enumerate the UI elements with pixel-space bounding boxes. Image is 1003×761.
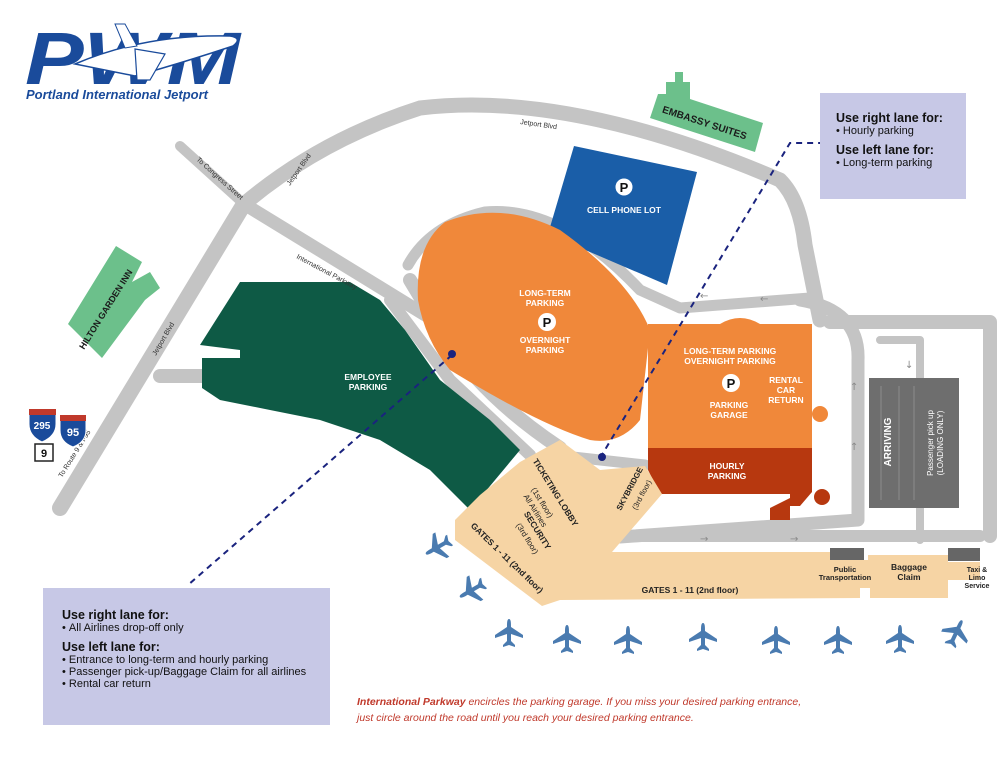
leader-dot-bottom (448, 350, 456, 358)
lane-note-bottom: Use right lane for: All Airlines drop-of… (43, 588, 330, 725)
parkway-footnote: International Parkway encircles the park… (357, 694, 837, 726)
garage-top-label-2: OVERNIGHT PARKING (684, 356, 776, 366)
note-top-right-list: Hourly parking (836, 125, 966, 137)
airplane-icon (452, 570, 492, 610)
garage-p-icon (722, 374, 740, 392)
list-item: Hourly parking (836, 125, 966, 137)
cell-phone-lot: P CELL PHONE LOT (548, 146, 697, 285)
svg-text:↓: ↓ (905, 360, 913, 371)
pickup-label-1: Passenger pick up (926, 410, 935, 476)
garage-top-label-1: LONG-TERM PARKING (684, 346, 777, 356)
note-bottom-left-title: Use left lane for: (62, 640, 160, 654)
logo-airplane-icon (72, 23, 239, 81)
svg-text:↑: ↑ (850, 442, 858, 453)
taxi-label-3: Service (965, 583, 990, 590)
svg-text:←: ← (760, 294, 768, 305)
note-bottom-left-list: Entrance to long-term and hourly parking… (62, 654, 330, 690)
lane-leader-lines (187, 142, 820, 586)
baggage-claim-label-1: Baggage (891, 562, 927, 572)
employee-label-1: EMPLOYEE (344, 372, 392, 382)
note-top-left-list: Long-term parking (836, 157, 966, 169)
hourly-label-1: HOURLY (709, 461, 744, 471)
list-item: Passenger pick-up/Baggage Claim for all … (62, 666, 330, 678)
airplane-icon (495, 619, 523, 647)
cell-phone-lot-label: CELL PHONE LOT (587, 205, 662, 215)
baggage-claim-label-2: Claim (897, 572, 921, 582)
rental-label-1: RENTAL (769, 375, 803, 385)
footnote-line-2: just circle around the road until you re… (357, 712, 694, 724)
airplane-icon (689, 623, 717, 651)
garage-p-letter: P (727, 376, 736, 391)
arriving-area: ARRIVING Passenger pick up (LOADING ONLY… (869, 378, 959, 508)
employee-parking: EMPLOYEE PARKING (200, 282, 520, 510)
note-top-right-title: Use right lane for: (836, 111, 943, 125)
long-term-label-2: PARKING (526, 298, 565, 308)
employee-label-2: PARKING (349, 382, 388, 392)
pickup-label-2: (LOADING ONLY) (936, 410, 945, 475)
airplane-icon (553, 625, 581, 653)
overnight-label-2: PARKING (526, 345, 565, 355)
terminal-building: TICKETING LOBBY (1st floor) All Airlines… (455, 440, 990, 606)
leader-dot-top (598, 453, 606, 461)
long-term-parking: LONG-TERM PARKING P OVERNIGHT PARKING (417, 212, 650, 441)
list-item: Rental car return (62, 678, 330, 690)
list-item: Long-term parking (836, 157, 966, 169)
arriving-label: ARRIVING (883, 417, 894, 466)
list-item: Entrance to long-term and hourly parking (62, 654, 330, 666)
hilton-garden-inn: HILTON GARDEN INN (68, 246, 160, 358)
overnight-label-1: OVERNIGHT (520, 335, 571, 345)
logo-subtitle: Portland International Jetport (26, 87, 209, 102)
svg-text:↑: ↑ (850, 382, 858, 393)
public-transport-label-2: Transportation (819, 573, 872, 582)
airplane-icon (886, 625, 914, 653)
long-term-label-1: LONG-TERM (519, 288, 570, 298)
route9-shield-label: 9 (41, 448, 47, 460)
rental-label-2: CAR (777, 385, 795, 395)
garage-label-2: GARAGE (710, 410, 748, 420)
i295-shield-icon: 295 (28, 408, 57, 443)
note-top-left-title: Use left lane for: (836, 143, 934, 157)
svg-text:→: → (790, 534, 798, 545)
cell-phone-p-letter: P (620, 180, 629, 195)
parking-garage: LONG-TERM PARKING OVERNIGHT PARKING P PA… (648, 318, 828, 448)
jetport-blvd-top-label: Jetport Blvd (520, 119, 558, 131)
airplane-icon (937, 614, 975, 652)
airplane-icon (418, 527, 458, 567)
airplane-icon (614, 626, 642, 654)
i95-shield-label: 95 (67, 427, 79, 439)
taxi-label-2: Limo (969, 575, 986, 582)
note-bottom-right-list: All Airlines drop-off only (62, 622, 330, 634)
taxi-label-1: Taxi & (967, 567, 988, 574)
i95-shield-icon: 95 (59, 414, 87, 448)
footnote-bold: International Parkway (357, 696, 466, 708)
cell-phone-p-icon (614, 177, 634, 197)
airplane-icon (824, 626, 852, 654)
long-term-p-letter: P (543, 315, 552, 330)
i295-shield-label: 295 (34, 421, 51, 432)
lane-note-top: Use right lane for: Hourly parking Use l… (820, 93, 966, 199)
public-transport-label-1: Public (834, 565, 857, 574)
note-bottom-right-title: Use right lane for: (62, 608, 169, 622)
list-item: All Airlines drop-off only (62, 622, 330, 634)
rental-label-3: RETURN (768, 395, 803, 405)
to-congress-label: To Congress Street (195, 156, 244, 201)
svg-text:←: ← (700, 291, 708, 302)
garage-label-1: PARKING (710, 400, 749, 410)
svg-text:→: → (700, 534, 708, 545)
hourly-parking: HOURLY PARKING (648, 448, 830, 520)
airplane-icon (762, 626, 790, 654)
pwm-logo: PWM (25, 17, 242, 100)
gates-main-label: GATES 1 - 11 (2nd floor) (642, 585, 739, 595)
footnote-line-1: encircles the parking garage. If you mis… (465, 696, 802, 708)
long-term-p-icon (538, 313, 556, 331)
hourly-label-2: PARKING (708, 471, 747, 481)
route9-shield-icon: 9 (34, 443, 54, 462)
